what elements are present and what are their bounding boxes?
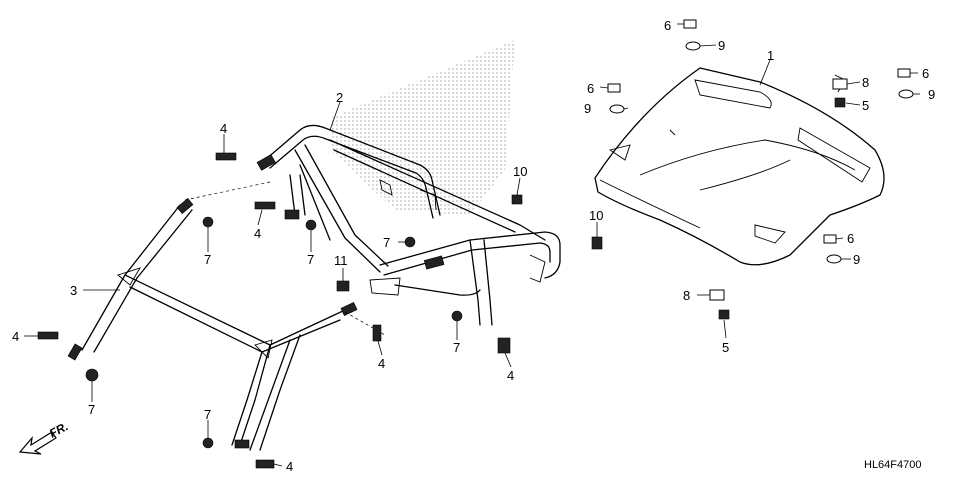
callout-5: 5 <box>722 340 729 355</box>
callout-10: 10 <box>513 164 527 179</box>
front-roll-bar <box>67 181 386 451</box>
callout-7: 7 <box>383 235 390 250</box>
front-direction-arrow: FR. <box>18 419 70 455</box>
callout-6: 6 <box>664 18 671 33</box>
callout-4: 4 <box>507 368 514 383</box>
roof-panel <box>594 67 885 266</box>
callout-9: 9 <box>584 101 591 116</box>
callout-6: 6 <box>587 81 594 96</box>
rear-roll-bar <box>256 124 561 326</box>
callout-6: 6 <box>922 66 929 81</box>
callout-labels: 1 2 3 4 4 4 4 4 4 5 5 6 6 6 6 7 7 7 7 7 … <box>12 18 935 474</box>
callout-4: 4 <box>378 356 385 371</box>
callout-11: 11 <box>334 253 348 268</box>
callout-2: 2 <box>336 90 343 105</box>
leader-lines <box>24 23 920 467</box>
callout-7: 7 <box>453 340 460 355</box>
callout-4: 4 <box>220 121 227 136</box>
callout-8: 8 <box>862 75 869 90</box>
callout-8: 8 <box>683 288 690 303</box>
shadow-area <box>330 40 515 215</box>
callout-10: 10 <box>589 208 603 223</box>
fasteners <box>37 19 914 469</box>
callout-9: 9 <box>928 87 935 102</box>
callout-7: 7 <box>204 407 211 422</box>
callout-4: 4 <box>286 459 293 474</box>
callout-1: 1 <box>767 48 774 63</box>
diagram-code: HL64F4700 <box>864 459 922 471</box>
callout-9: 9 <box>853 252 860 267</box>
callout-7: 7 <box>307 252 314 267</box>
callout-4: 4 <box>12 329 19 344</box>
callout-7: 7 <box>88 402 95 417</box>
callout-4: 4 <box>254 226 261 241</box>
callout-9: 9 <box>718 38 725 53</box>
callout-3: 3 <box>70 283 77 298</box>
callout-5: 5 <box>862 98 869 113</box>
callout-6: 6 <box>847 231 854 246</box>
callout-7: 7 <box>204 252 211 267</box>
